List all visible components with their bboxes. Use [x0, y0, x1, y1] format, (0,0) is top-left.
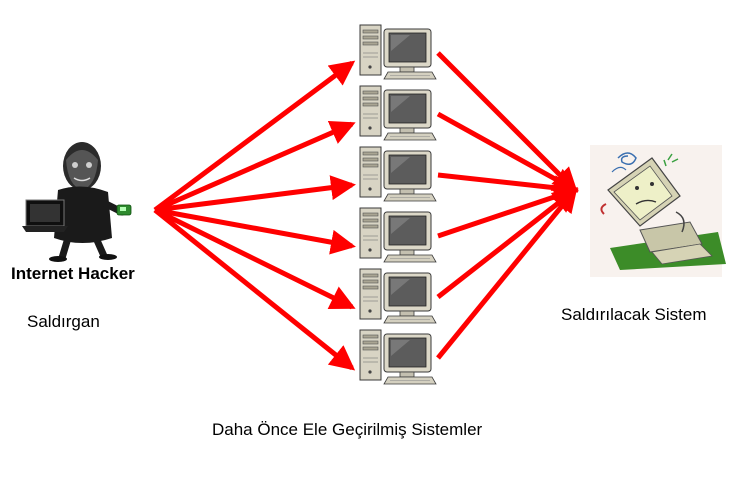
attack-arrow-to-target-2 [436, 111, 579, 193]
infected-computer-5 [359, 268, 437, 324]
infected-computer-6 [359, 329, 437, 385]
attack-arrows-to-relays [153, 60, 356, 371]
infected-computer-3 [359, 146, 437, 202]
infected-systems-label: Daha Önce Ele Geçirilmiş Sistemler [212, 420, 483, 439]
attack-arrow-to-relay-6 [153, 208, 356, 371]
target-system-label: Saldırılacak Sistem [561, 305, 707, 324]
attack-arrow-to-relay-1 [153, 60, 356, 213]
attack-arrow-to-target-6 [436, 186, 578, 360]
infected-systems-group [359, 24, 437, 385]
infected-computer-2 [359, 85, 437, 141]
attack-arrow-to-relay-3 [154, 175, 356, 213]
attack-arrow-to-relay-4 [154, 207, 356, 255]
infected-computer-1 [359, 24, 437, 80]
sick-computer-icon [590, 145, 726, 277]
attack-arrow-to-target-5 [436, 187, 579, 299]
attacker-role-label: Saldırgan [27, 312, 100, 331]
attack-arrow-to-target-1 [436, 51, 578, 193]
attack-arrows-to-target [436, 51, 579, 360]
hacker-icon [22, 142, 132, 262]
infected-computer-4 [359, 207, 437, 263]
attack-arrow-to-relay-2 [153, 120, 356, 213]
attack-arrow-to-relay-5 [153, 207, 356, 310]
attacker-title: Internet Hacker [11, 264, 135, 283]
